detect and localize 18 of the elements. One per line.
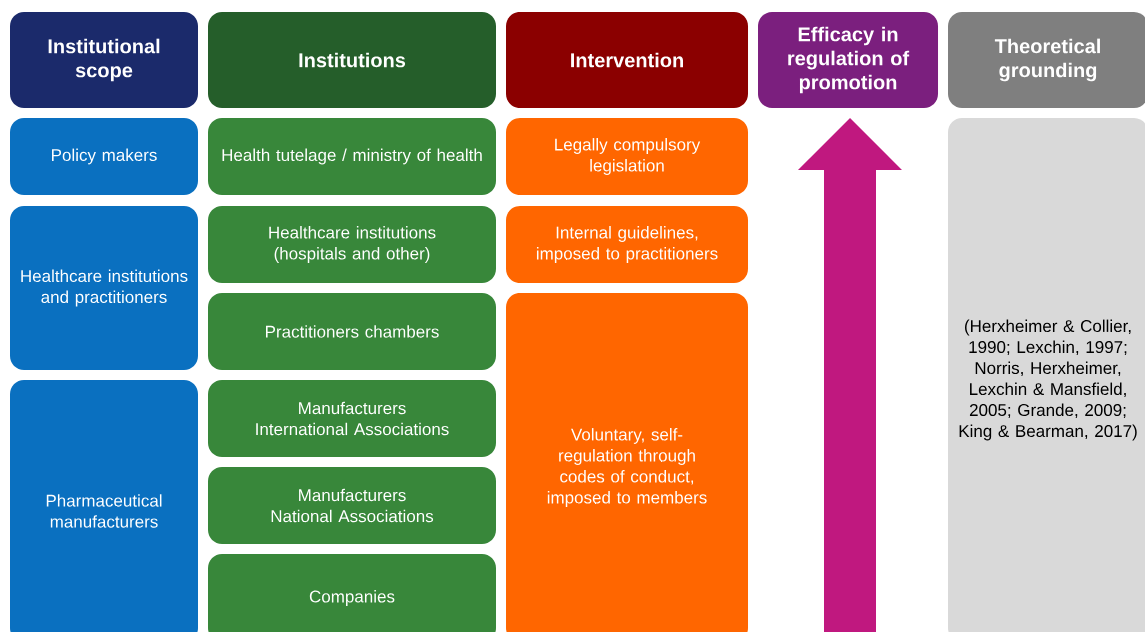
intervention-box: Legally compulsory legislation	[506, 118, 748, 195]
header-box: Intervention	[506, 12, 748, 108]
institution-box: Healthcare institutions (hospitals and other)	[208, 206, 496, 283]
institution-box: Health tutelage / ministry of health	[208, 118, 496, 195]
scope-box: Pharmaceutical manufacturers	[10, 380, 198, 632]
header-box: Institutions	[208, 12, 496, 108]
intervention-box: Voluntary, self-regulation through codes of conduct, imposed to members	[506, 293, 748, 632]
intervention-box: Internal guidelines, imposed to practitioners	[506, 206, 748, 283]
institution-box: Practitioners chambers	[208, 293, 496, 370]
institution-box: Manufacturers National Associations	[208, 467, 496, 544]
institution-box: Companies	[208, 554, 496, 632]
header-box: Institutional scope	[10, 12, 198, 108]
scope-box: Policy makers	[10, 118, 198, 195]
citation-box: (Herxheimer & Collier, 1990; Lexchin, 1997; Norris, Herxheimer, Lexchin & Mansfield, 2005; Grande, 2009; King & Bearman, 2017)	[948, 118, 1145, 632]
header-box: Efficacy in regulation of promotion	[758, 12, 938, 108]
scope-box: Healthcare institutions and practitioners	[10, 206, 198, 370]
institution-box: Manufacturers International Associations	[208, 380, 496, 457]
header-box: Theoretical grounding	[948, 12, 1145, 108]
